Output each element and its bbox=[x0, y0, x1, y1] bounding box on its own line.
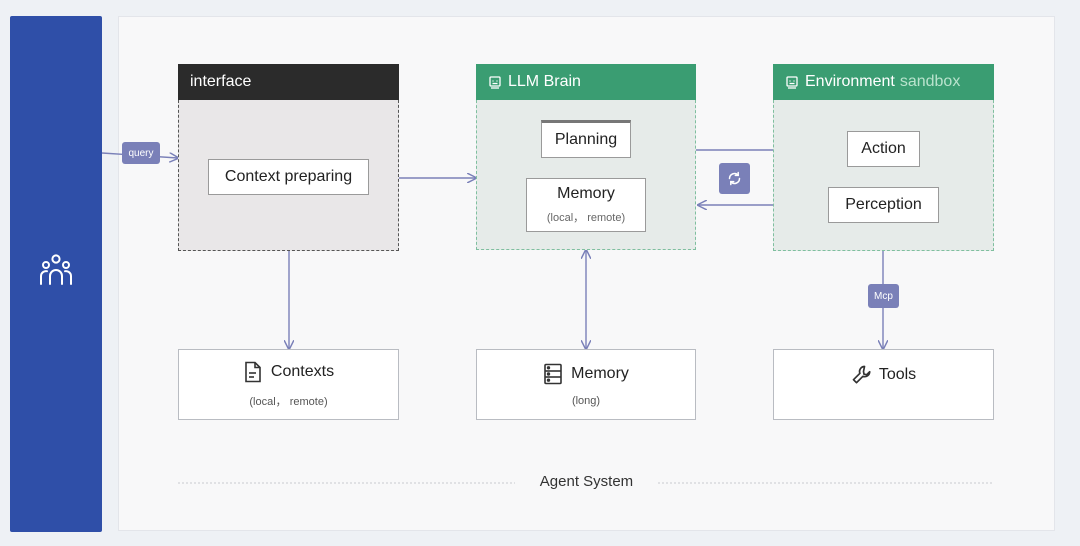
server-icon bbox=[544, 363, 562, 384]
query-tag: query bbox=[122, 142, 160, 164]
wrench-icon bbox=[852, 365, 871, 384]
long-memory-card: Memory (long) bbox=[476, 349, 696, 420]
environment-panel: Environment sandbox bbox=[773, 64, 994, 251]
action-box: Action bbox=[847, 131, 920, 167]
mcp-tag: Mcp bbox=[868, 284, 899, 308]
user-sidebar bbox=[10, 16, 102, 532]
environment-title-accent: sandbox bbox=[899, 73, 961, 90]
people-group-icon bbox=[38, 252, 74, 288]
contexts-title: Contexts bbox=[270, 362, 335, 380]
tools-card: Tools bbox=[773, 349, 994, 420]
context-preparing-box: Context preparing bbox=[208, 159, 369, 195]
long-memory-sub: (long) bbox=[571, 394, 601, 407]
refresh-icon bbox=[719, 163, 750, 194]
interface-title: interface bbox=[190, 73, 252, 90]
robot-icon bbox=[489, 76, 501, 89]
context-preparing-label: Context preparing bbox=[224, 168, 353, 185]
brain-memory-sub: (local， remote) bbox=[546, 212, 626, 224]
environment-body bbox=[773, 100, 994, 251]
long-memory-title: Memory bbox=[571, 364, 629, 382]
contexts-sub: (local， remote) bbox=[249, 395, 328, 408]
tools-title: Tools bbox=[878, 366, 917, 383]
planning-label: Planning bbox=[554, 131, 618, 148]
interface-header: interface bbox=[178, 64, 399, 100]
llm-brain-title: LLM Brain bbox=[508, 73, 581, 90]
brain-memory-box: Memory (local， remote) bbox=[526, 178, 646, 232]
environment-title: Environment bbox=[805, 73, 895, 90]
agent-system-label: Agent System bbox=[539, 473, 634, 490]
planning-box: Planning bbox=[541, 120, 631, 158]
interface-panel: interface bbox=[178, 64, 399, 251]
llm-brain-header: LLM Brain bbox=[476, 64, 696, 100]
environment-header: Environment sandbox bbox=[773, 64, 994, 100]
brain-memory-label: Memory bbox=[557, 185, 615, 202]
perception-box: Perception bbox=[828, 187, 939, 223]
document-icon bbox=[245, 361, 261, 382]
robot-icon bbox=[786, 76, 798, 89]
perception-label: Perception bbox=[845, 196, 922, 213]
contexts-card: Contexts (local， remote) bbox=[178, 349, 399, 420]
action-label: Action bbox=[861, 140, 906, 157]
